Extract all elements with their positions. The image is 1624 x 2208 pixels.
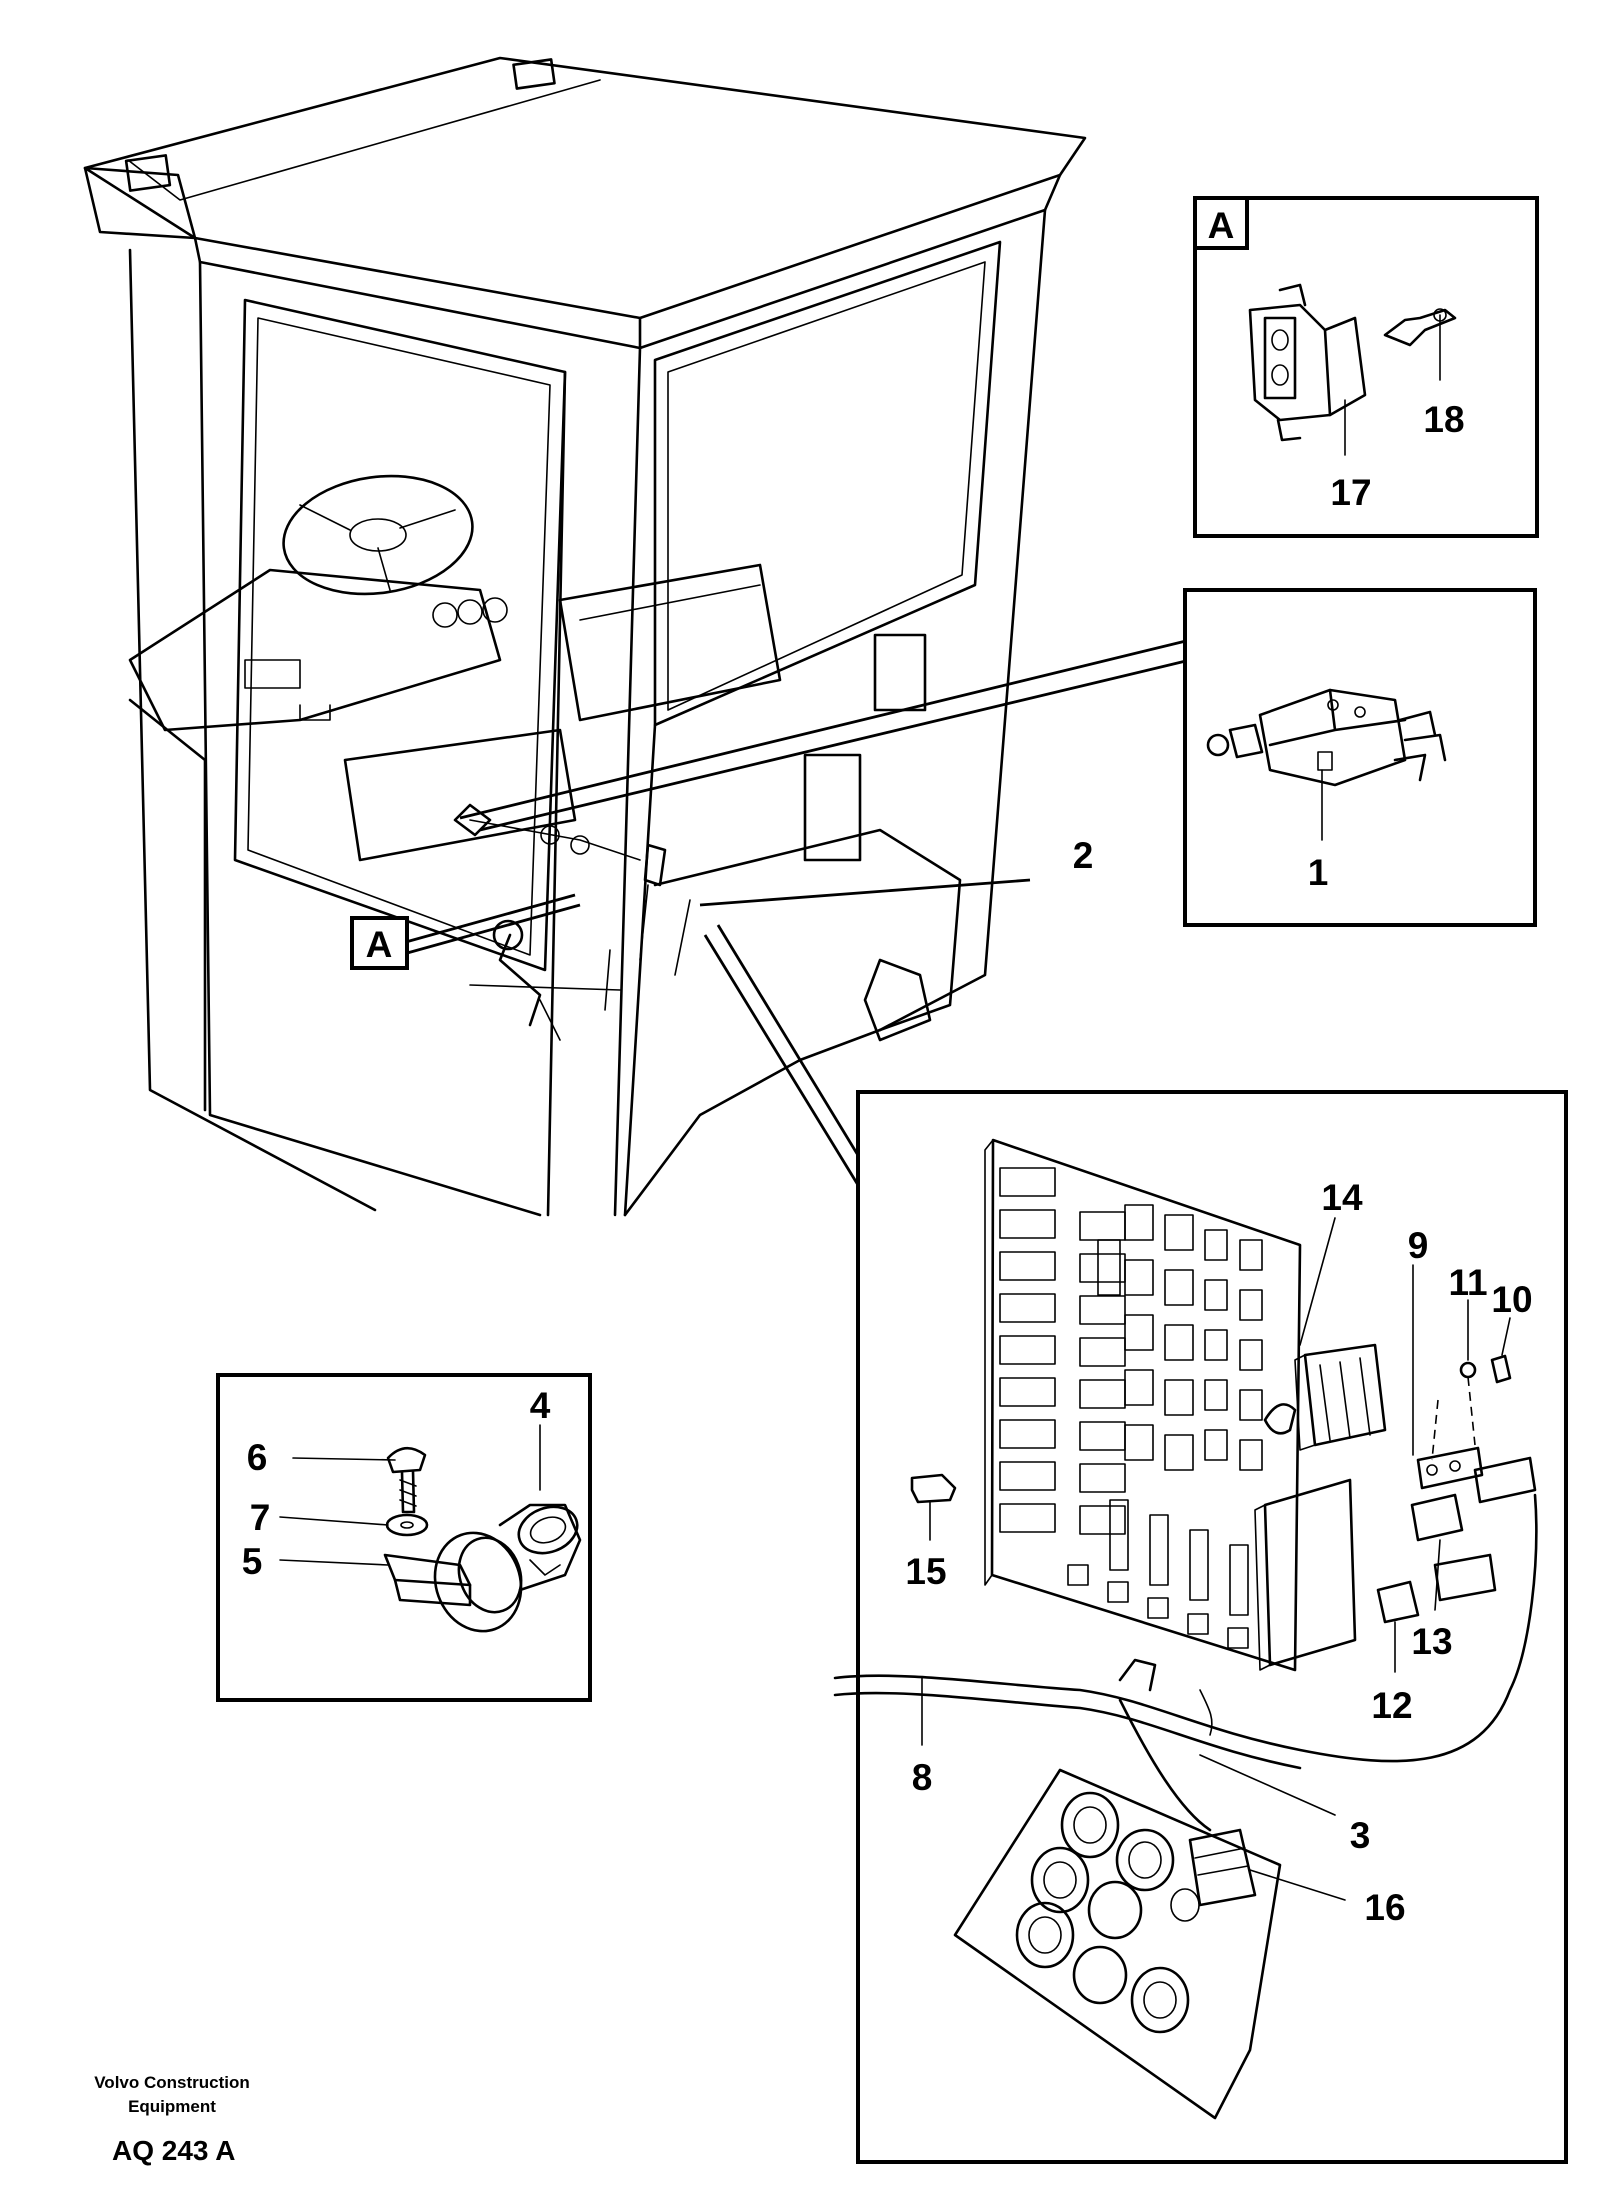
leader-lines [394,638,1191,1186]
detail-a-panel: A 17 18 [1193,196,1539,538]
callout-3: 3 [1350,1815,1371,1856]
switch-detail-panel: 1 [1183,588,1537,927]
detail-a-reference: A [366,924,393,965]
cab-illustration [83,56,1087,1217]
callout-1: 1 [1308,852,1329,893]
callout-8: 8 [912,1757,933,1798]
callout-12: 12 [1371,1685,1412,1726]
footer: Volvo Construction Equipment AQ 243 A [94,2073,250,2166]
brand-line-1: Volvo Construction [94,2073,250,2092]
callout-2: 2 [1073,835,1094,876]
lamp-detail-panel: 4 6 7 5 [216,1373,592,1702]
callout-15: 15 [905,1551,946,1592]
brand-line-2: Equipment [128,2097,216,2116]
callout-18: 18 [1423,399,1464,440]
cab-callouts: 2 A [350,835,1094,970]
callout-4: 4 [530,1385,551,1426]
drawing-code: AQ 243 A [112,2135,235,2166]
board-relays [1097,1204,1263,1471]
electrical-panel-detail: 14 9 11 10 15 13 12 8 3 16 [833,1090,1568,2164]
board-lower-connectors [1067,1499,1249,1649]
callout-14: 14 [1321,1177,1363,1218]
callout-7: 7 [250,1497,271,1538]
callout-5: 5 [242,1541,263,1582]
callout-16: 16 [1364,1887,1405,1928]
callout-9: 9 [1408,1225,1429,1266]
callout-13: 13 [1411,1621,1452,1662]
callout-11: 11 [1448,1262,1487,1303]
detail-a-label: A [1208,205,1235,246]
callout-10: 10 [1491,1279,1532,1320]
callout-17: 17 [1330,472,1371,513]
callout-6: 6 [247,1437,268,1478]
